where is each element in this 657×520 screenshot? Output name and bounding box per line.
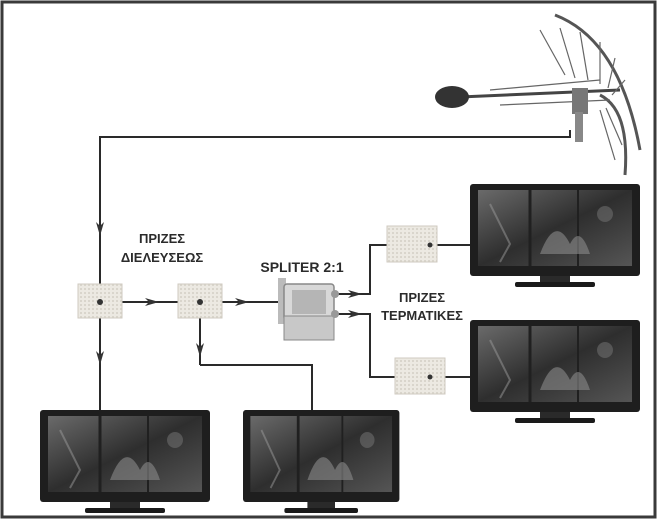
terminal-outlets-label: ΠΡΙΖΕΣ <box>399 290 445 305</box>
wall-outlet-icon <box>178 284 222 318</box>
flat-tv-icon <box>243 410 399 513</box>
through-outlets-label: ΠΡΙΖΕΣ <box>139 231 185 246</box>
wall-outlet-icon <box>387 226 437 262</box>
terminal-outlets-label-2: ΤΕΡΜΑΤΙΚΕΣ <box>381 308 463 323</box>
antenna-icon <box>435 15 640 175</box>
flat-tv-icon <box>470 184 640 287</box>
wall-outlet-icon <box>78 284 122 318</box>
flat-tv-icon <box>470 320 640 423</box>
through-outlets-label-2: ΔΙΕΛΕΥΣΕΩΣ <box>121 250 204 265</box>
flat-tv-icon <box>40 410 210 513</box>
splitter-label: SPLITER 2:1 <box>260 259 343 275</box>
splitter-icon <box>278 278 339 340</box>
wall-outlet-icon <box>395 358 445 394</box>
